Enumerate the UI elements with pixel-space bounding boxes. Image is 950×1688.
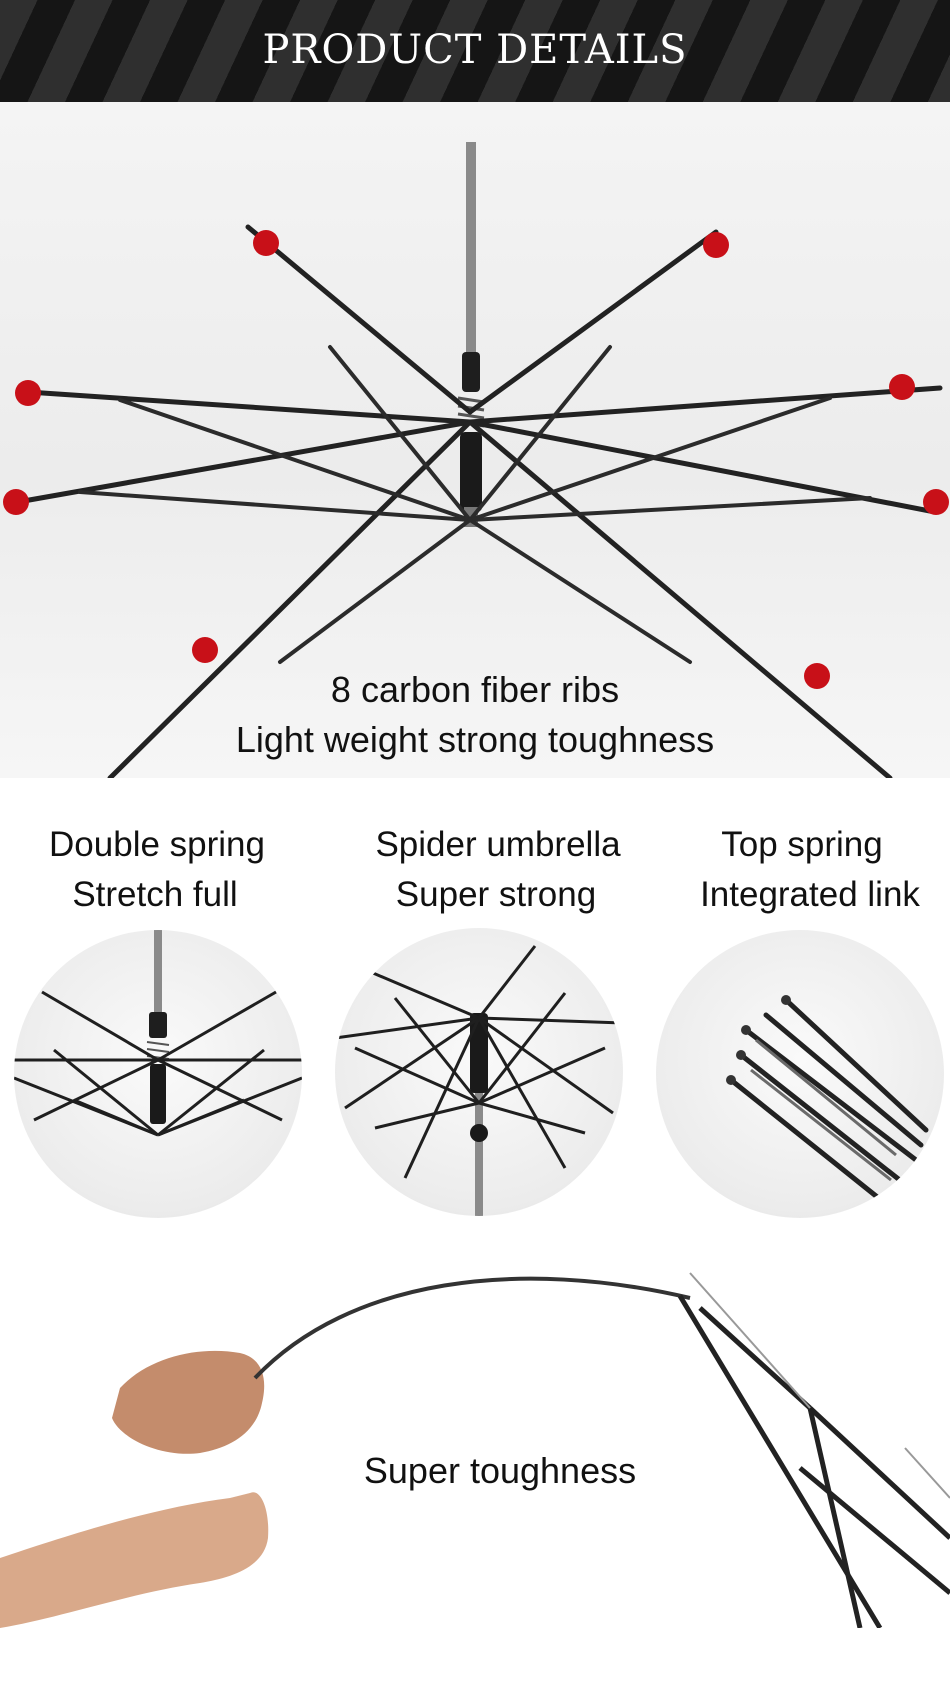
umbrella-ribs [15, 224, 943, 778]
feature-3-line1: Top spring [721, 825, 883, 864]
feature-section: Double spring Stretch full Spider umbrel… [0, 815, 950, 1235]
toughness-caption: Super toughness [363, 1450, 637, 1491]
feature-3-line2: Integrated link [700, 875, 920, 914]
rib-tip-dot [15, 380, 41, 406]
rib-tip-dot [3, 489, 29, 515]
page-title: PRODUCT DETAILS [262, 27, 688, 73]
toughness-photo: Super toughness [0, 1238, 950, 1628]
feature-1-line1: Double spring [49, 825, 265, 864]
feature-1-line2: Stretch full [72, 875, 238, 914]
feature-3-photo [656, 930, 944, 1218]
feature-2-line2: Super strong [395, 875, 597, 914]
hero-frame-photo: 8 carbon fiber ribs Light weight strong … [0, 102, 950, 778]
bent-rib-illustration [0, 1272, 950, 1628]
feature-2-line1: Spider umbrella [375, 825, 621, 864]
rib-tip-dot [804, 663, 830, 689]
feature-1-photo [14, 930, 302, 1218]
umbrella-stretchers [78, 345, 872, 664]
rib-tip-dot [703, 232, 729, 258]
rib-tip-dot [889, 374, 915, 400]
feature-2-photo [335, 928, 623, 1216]
header-banner: PRODUCT DETAILS [0, 0, 950, 102]
bent-rib [253, 1276, 691, 1380]
rib-frame-thin [689, 1272, 950, 1499]
umbrella-shaft [466, 142, 476, 362]
rib-tip-markers [3, 230, 949, 689]
rib-tip-dot [253, 230, 279, 256]
umbrella-frame-illustration [3, 142, 949, 778]
hero-caption-line2: Light weight strong toughness [235, 719, 715, 760]
umbrella-spring-top [462, 352, 480, 392]
rib-tip-dot [923, 489, 949, 515]
arm-shape [0, 1492, 269, 1628]
rib-frame-lower [677, 1294, 950, 1628]
rib-tip-dot [192, 637, 218, 663]
fist-shape [112, 1350, 265, 1454]
umbrella-runner [460, 432, 482, 512]
hero-caption-line1: 8 carbon fiber ribs [330, 669, 620, 710]
